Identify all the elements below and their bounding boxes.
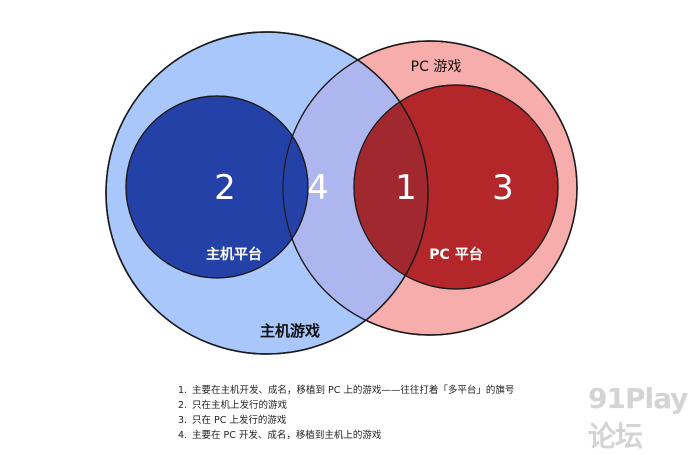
inner-pc-label: PC 平台 — [429, 246, 482, 263]
legend-list: 1. 主要在主机开发、成名，移植到 PC 上的游戏——往往打着「多平台」的旗号 2… — [178, 383, 514, 443]
region-number-4: 4 — [307, 168, 329, 208]
legend-item: 3. 只在 PC 上发行的游戏 — [178, 413, 514, 428]
region-number-1: 1 — [395, 168, 417, 208]
outer-overlap — [283, 41, 428, 335]
region-number-3: 3 — [492, 168, 514, 208]
legend-text: 主要在主机开发、成名，移植到 PC 上的游戏——往往打着「多平台」的旗号 — [192, 385, 515, 396]
legend-text: 只在主机上发行的游戏 — [192, 400, 288, 411]
outer-pc-label: PC 游戏 — [411, 59, 462, 75]
legend-number: 2. — [178, 400, 188, 411]
console-platform-outline — [125, 95, 309, 279]
legend-number: 3. — [178, 415, 188, 426]
inner-console-label: 主机平台 — [206, 246, 262, 263]
legend-text: 主要在 PC 开发、成名，移植到主机上的游戏 — [192, 430, 382, 441]
legend-item: 4. 主要在 PC 开发、成名，移植到主机上的游戏 — [178, 428, 514, 443]
legend-number: 4. — [178, 430, 188, 441]
legend-text: 只在 PC 上发行的游戏 — [192, 415, 287, 426]
pc-platform-outline — [353, 84, 559, 290]
legend-number: 1. — [178, 385, 188, 396]
console-games-outline — [105, 31, 429, 355]
region-number-2: 2 — [214, 168, 236, 208]
legend-item: 1. 主要在主机开发、成名，移植到 PC 上的游戏——往往打着「多平台」的旗号 — [178, 383, 514, 398]
pc-games-outline-top — [282, 40, 578, 336]
outer-console-label: 主机游戏 — [260, 322, 320, 340]
legend-item: 2. 只在主机上发行的游戏 — [178, 398, 514, 413]
watermark-logo: 91Play论坛 — [588, 382, 688, 453]
